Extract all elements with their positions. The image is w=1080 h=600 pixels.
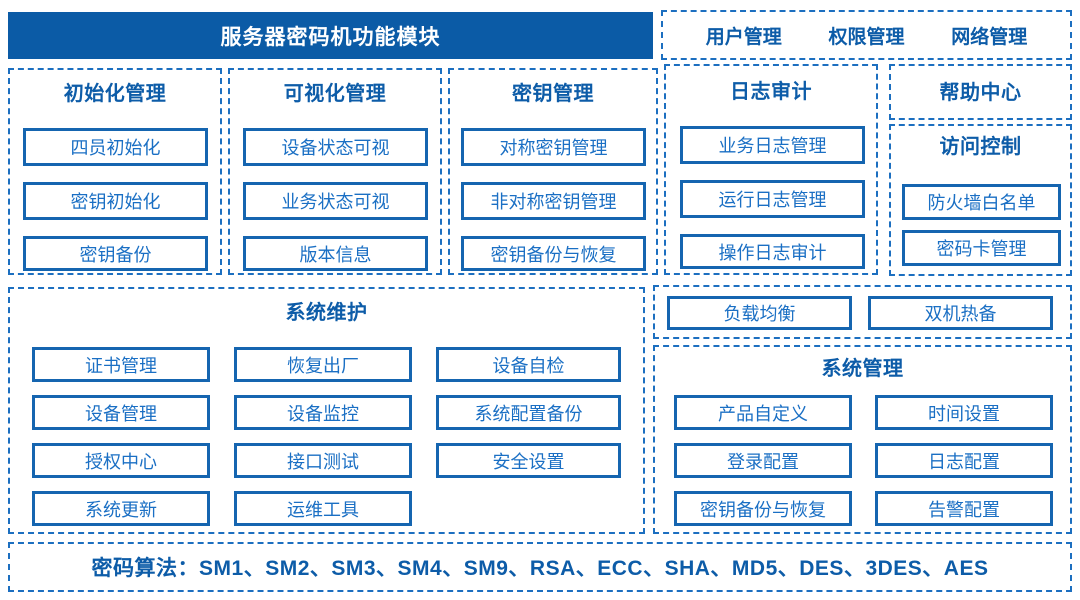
algorithms-list: SM1、SM2、SM3、SM4、SM9、RSA、ECC、SHA、MD5、DES、… bbox=[199, 557, 989, 580]
item-device-self-check[interactable]: 设备自检 bbox=[436, 347, 621, 382]
group-title-system-management: 系统管理 bbox=[821, 358, 904, 380]
item-log-config[interactable]: 日志配置 bbox=[875, 443, 1053, 478]
item-device-management[interactable]: 设备管理 bbox=[32, 395, 210, 430]
item-alarm-config[interactable]: 告警配置 bbox=[875, 491, 1053, 526]
algorithms-strip: 密码算法： SM1、SM2、SM3、SM4、SM9、RSA、ECC、SHA、MD… bbox=[8, 542, 1072, 592]
item-system-config-backup[interactable]: 系统配置备份 bbox=[436, 395, 621, 430]
group-title-system-maintenance: 系统维护 bbox=[285, 302, 368, 324]
group-high-availability: 负载均衡 双机热备 bbox=[653, 285, 1072, 339]
item-load-balancing[interactable]: 负载均衡 bbox=[667, 296, 852, 330]
item-business-status-visual[interactable]: 业务状态可视 bbox=[243, 182, 428, 220]
item-time-settings[interactable]: 时间设置 bbox=[875, 395, 1053, 430]
item-key-backup[interactable]: 密钥备份 bbox=[23, 236, 208, 271]
item-login-config[interactable]: 登录配置 bbox=[674, 443, 852, 478]
access-control-group: 访问控制 防火墙白名单 密码卡管理 bbox=[889, 124, 1072, 276]
item-ops-tools[interactable]: 运维工具 bbox=[234, 491, 412, 526]
algorithms-label: 密码算法： bbox=[91, 557, 200, 580]
group-title-visualization: 可视化管理 bbox=[283, 83, 387, 105]
top-links-group: 用户管理 权限管理 网络管理 bbox=[661, 10, 1072, 60]
group-visualization-management: 可视化管理 设备状态可视 业务状态可视 版本信息 bbox=[228, 68, 442, 275]
item-key-backup-restore[interactable]: 密钥备份与恢复 bbox=[461, 236, 646, 271]
group-key-management: 密钥管理 对称密钥管理 非对称密钥管理 密钥备份与恢复 bbox=[448, 68, 658, 275]
item-key-init[interactable]: 密钥初始化 bbox=[23, 182, 208, 220]
group-system-management: 系统管理 产品自定义 登录配置 密钥备份与恢复 时间设置 日志配置 告警配置 bbox=[653, 345, 1072, 534]
item-interface-test[interactable]: 接口测试 bbox=[234, 443, 412, 478]
group-title-log-audit: 日志审计 bbox=[730, 81, 812, 103]
item-device-monitoring[interactable]: 设备监控 bbox=[234, 395, 412, 430]
item-firewall-whitelist[interactable]: 防火墙白名单 bbox=[902, 184, 1061, 220]
item-asymmetric-key-management[interactable]: 非对称密钥管理 bbox=[461, 182, 646, 220]
help-center-title: 帮助中心 bbox=[939, 82, 1022, 104]
item-symmetric-key-management[interactable]: 对称密钥管理 bbox=[461, 128, 646, 166]
item-operation-log-audit[interactable]: 操作日志审计 bbox=[680, 234, 865, 269]
access-control-title: 访问控制 bbox=[939, 136, 1022, 158]
top-link-permission-management[interactable]: 权限管理 bbox=[828, 26, 905, 48]
item-factory-reset[interactable]: 恢复出厂 bbox=[234, 347, 412, 382]
item-four-member-init[interactable]: 四员初始化 bbox=[23, 128, 208, 166]
item-product-customization[interactable]: 产品自定义 bbox=[674, 395, 852, 430]
item-runtime-log-management[interactable]: 运行日志管理 bbox=[680, 180, 865, 218]
group-title-key-management: 密钥管理 bbox=[512, 83, 594, 105]
item-hot-standby[interactable]: 双机热备 bbox=[868, 296, 1053, 330]
group-log-audit: 日志审计 业务日志管理 运行日志管理 操作日志审计 bbox=[664, 64, 878, 275]
top-link-network-management[interactable]: 网络管理 bbox=[951, 26, 1028, 48]
item-device-status-visual[interactable]: 设备状态可视 bbox=[243, 128, 428, 166]
item-authorization-center[interactable]: 授权中心 bbox=[32, 443, 210, 478]
item-key-backup-restore-sys[interactable]: 密钥备份与恢复 bbox=[674, 491, 852, 526]
item-business-log-management[interactable]: 业务日志管理 bbox=[680, 126, 865, 164]
help-center-group[interactable]: 帮助中心 bbox=[889, 64, 1072, 120]
item-system-update[interactable]: 系统更新 bbox=[32, 491, 210, 526]
main-title-text: 服务器密码机功能模块 bbox=[220, 25, 441, 49]
item-security-settings[interactable]: 安全设置 bbox=[436, 443, 621, 478]
item-crypto-card-management[interactable]: 密码卡管理 bbox=[902, 230, 1061, 266]
item-certificate-management[interactable]: 证书管理 bbox=[32, 347, 210, 382]
group-system-maintenance: 系统维护 证书管理 设备管理 授权中心 系统更新 恢复出厂 设备监控 接口测试 … bbox=[8, 287, 645, 534]
item-version-info[interactable]: 版本信息 bbox=[243, 236, 428, 271]
group-title-initialization: 初始化管理 bbox=[63, 83, 167, 105]
top-link-user-management[interactable]: 用户管理 bbox=[705, 26, 782, 48]
group-initialization-management: 初始化管理 四员初始化 密钥初始化 密钥备份 bbox=[8, 68, 222, 275]
main-title-banner: 服务器密码机功能模块 bbox=[8, 12, 653, 59]
